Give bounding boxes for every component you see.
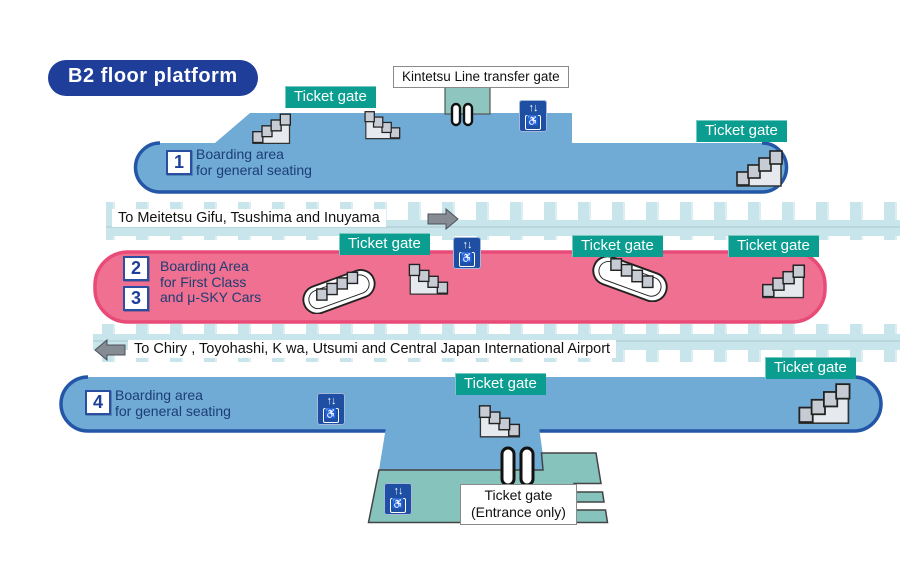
gate-marker — [519, 446, 535, 487]
elevator-icon: ↑↓ ♿ — [519, 100, 547, 132]
page-title: B2 floor platform — [48, 60, 258, 96]
wheelchair-icon: ♿ — [459, 251, 475, 267]
direction-up-text: To Meitetsu Gifu, Tsushima and Inuyama — [118, 210, 380, 226]
platform-1-shape — [135, 113, 787, 192]
platform-1-border — [133, 141, 789, 194]
platform-3-number: 3 — [123, 286, 149, 311]
platform-1-number: 1 — [166, 150, 192, 175]
entrance-gate-line1: Ticket gate — [484, 487, 553, 503]
platform-4-text-line2: for general seating — [115, 402, 231, 419]
elevator-arrows: ↑↓ — [462, 238, 473, 251]
direction-down-text: To Chiry , Toyohashi, K wa, Utsumi and C… — [134, 341, 611, 357]
platform-4-shape — [62, 377, 880, 431]
platform-23-text-line1: Boarding Area — [160, 258, 249, 274]
elevator-icon: ↑↓ ♿ — [453, 237, 481, 269]
platform-1-text-line1: Boarding area — [196, 146, 284, 162]
platform-1-text: Boarding area for general seating — [196, 146, 312, 178]
platform-2-number: 2 — [123, 256, 149, 281]
platform-4-number: 4 — [85, 390, 111, 415]
entrance-gate-line2: (Entrance only) — [471, 504, 566, 520]
platform-23-text-line3: and μ-SKY Cars — [160, 289, 262, 305]
gate-marker — [450, 102, 462, 127]
ticket-gate-label: Ticket gate — [455, 373, 546, 395]
entrance-gate-label: Ticket gate (Entrance only) — [460, 484, 577, 525]
platform-4-text-line1: Boarding area — [115, 387, 203, 403]
elevator-arrows: ↑↓ — [326, 394, 337, 407]
ticket-gate-label: Ticket gate — [696, 120, 787, 142]
gate-marker — [462, 102, 474, 127]
platform-4-text: Boarding area for general seating — [115, 387, 231, 419]
ticket-gate-label: Ticket gate — [339, 233, 430, 255]
platform-23-text-line2: for First Class — [160, 273, 247, 290]
ticket-gate-label: Ticket gate — [728, 235, 819, 257]
elevator-arrows: ↑↓ — [528, 101, 539, 114]
direction-up-line: To Meitetsu Gifu, Tsushima and Inuyama — [112, 209, 386, 227]
platform-23-text: Boarding Area for First Class and μ-SKY … — [160, 258, 262, 306]
ticket-gate-label: Ticket gate — [572, 235, 663, 257]
arrow-right-icon — [427, 207, 459, 231]
ticket-gate-label: Ticket gate — [285, 86, 376, 108]
gate-marker — [500, 446, 516, 487]
arrow-left-icon — [94, 338, 126, 362]
direction-down-line: To Chiry , Toyohashi, K wa, Utsumi and C… — [128, 340, 617, 358]
elevator-icon: ↑↓ ♿ — [317, 393, 345, 425]
ticket-gate-label: Ticket gate — [765, 357, 856, 379]
elevator-arrows: ↑↓ — [393, 484, 404, 497]
kintetsu-gate-label: Kintetsu Line transfer gate — [393, 66, 569, 88]
wheelchair-icon: ♿ — [525, 114, 541, 130]
platform-1-text-line2: for general seating — [196, 161, 312, 178]
elevator-icon: ↑↓ ♿ — [384, 483, 412, 515]
wheelchair-icon: ♿ — [390, 497, 406, 513]
wheelchair-icon: ♿ — [323, 407, 339, 423]
